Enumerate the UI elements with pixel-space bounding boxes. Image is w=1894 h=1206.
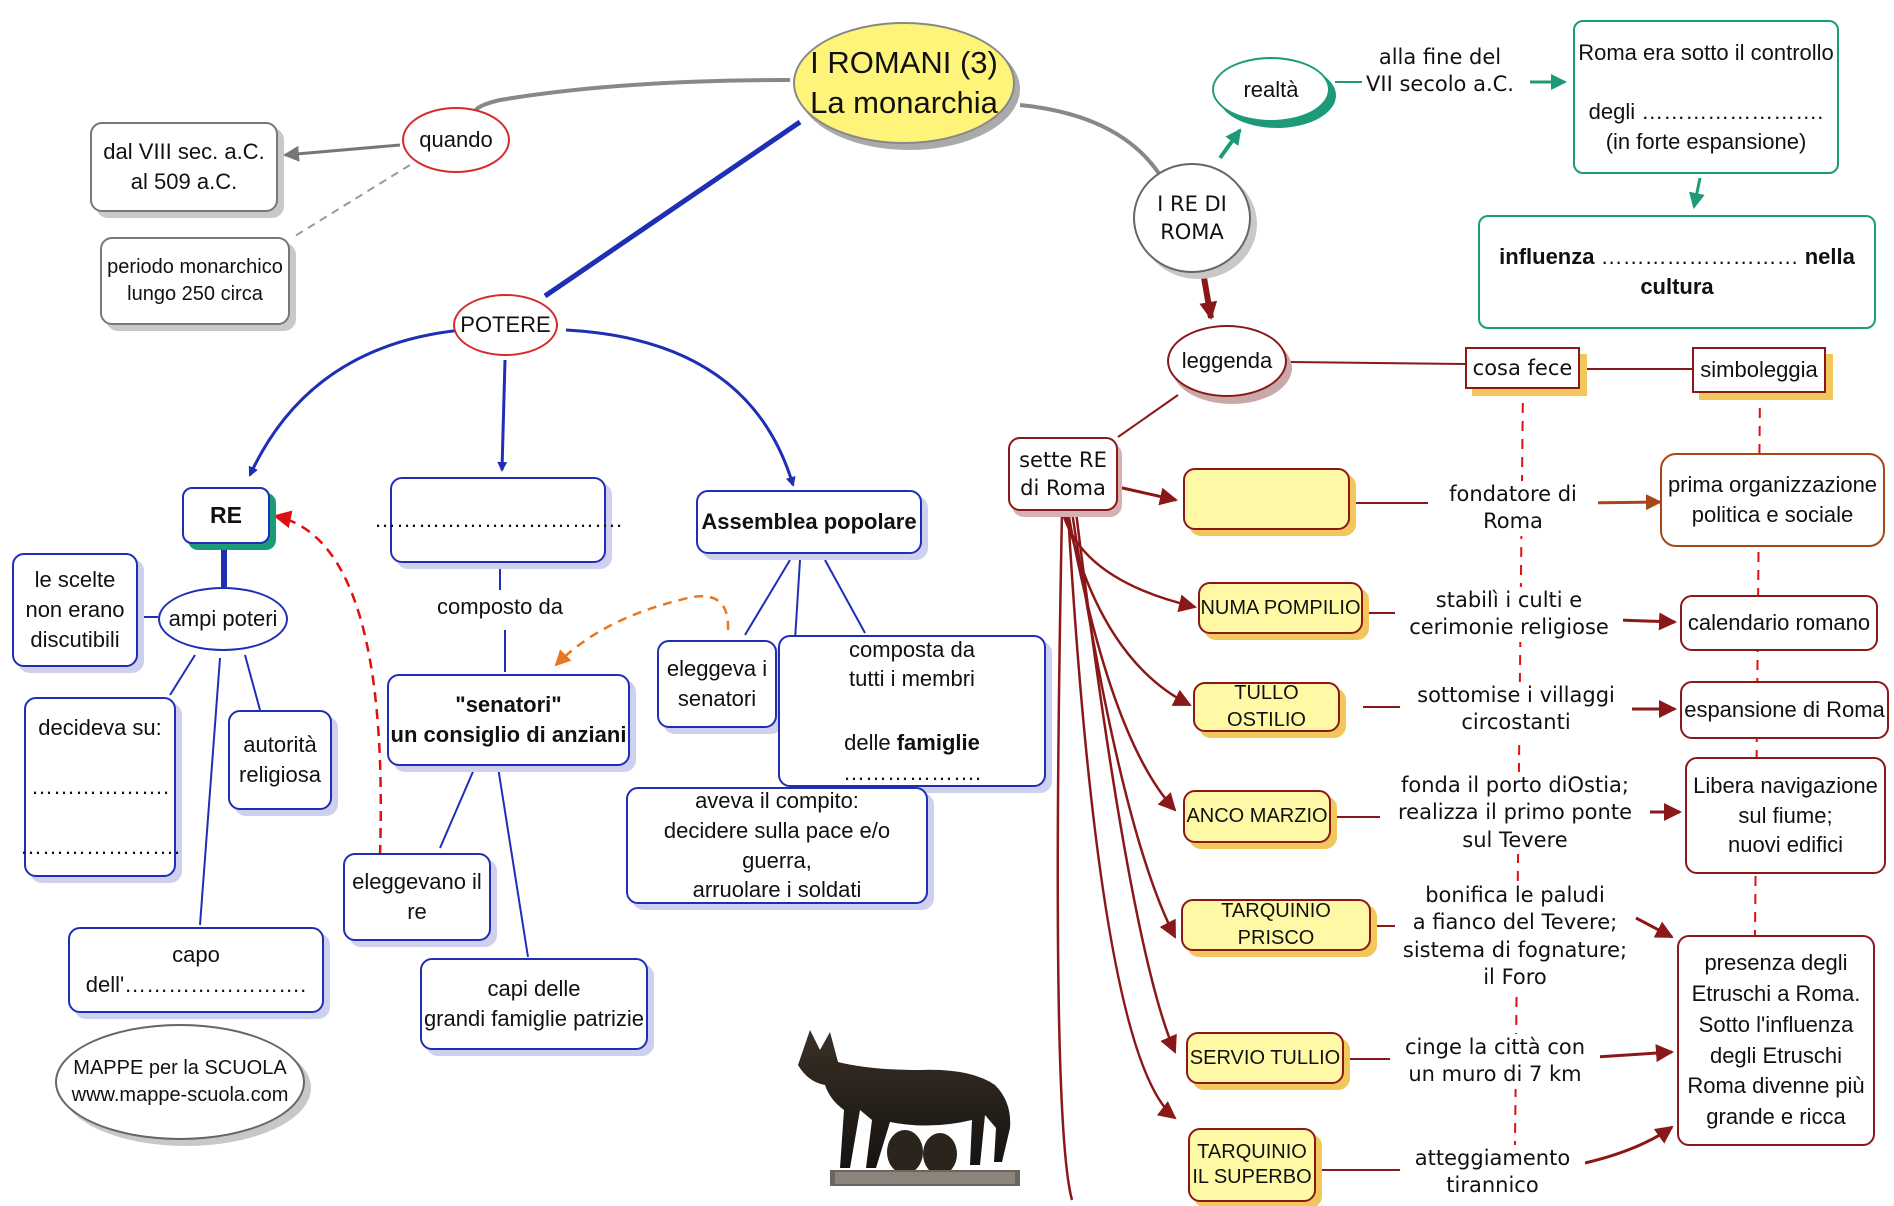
etruschi-text: presenza degli Etruschi a Roma. Sotto l'…: [1687, 950, 1865, 1130]
symbol-1-text: prima organizzazione politica e sociale: [1667, 472, 1878, 527]
king-3-box: TULLO OSTILIO: [1193, 682, 1340, 732]
symbol-3-box: espansione di Roma: [1680, 681, 1889, 739]
king-2-box: NUMA POMPILIO: [1198, 582, 1363, 634]
king-5-name: TARQUINIO PRISCO: [1221, 900, 1331, 949]
king-2-deed: stabilì i culti e cerimonie religiose: [1395, 587, 1623, 642]
influenza-bold-2: nella cultura: [1640, 244, 1855, 299]
king-2-name: NUMA POMPILIO: [1200, 596, 1361, 619]
composta-line-2: tutti i membri: [849, 666, 975, 692]
simboleggia-label: simboleggia: [1700, 357, 1818, 383]
king-6-deed: cinge la città con un muro di 7 km: [1390, 1034, 1600, 1089]
she-wolf-statue-image: [798, 1030, 1020, 1186]
mappe-scuola-logo: MAPPE per la SCUOLA www.mappe-scuola.com: [55, 1024, 305, 1140]
king-5-deed: bonifica le paludi a fianco del Tevere; …: [1395, 882, 1635, 992]
composta-bold: famiglie: [896, 730, 980, 755]
date-text: dal VIII sec. a.C. al 509 a.C.: [103, 139, 265, 194]
scelte-text: le scelte non erano discutibili: [25, 567, 125, 652]
quando-label: quando: [419, 127, 493, 153]
title-line-2: La monarchia: [810, 85, 998, 120]
symbol-2-box: calendario romano: [1680, 595, 1878, 651]
blank-council-box: …………………………….: [374, 477, 622, 563]
composta-box: composta da tutti i membri delle famigli…: [778, 635, 1046, 787]
cosa-fece-label: cosa fece: [1472, 355, 1573, 380]
cosa-fece-header: cosa fece: [1465, 347, 1580, 389]
king-4-deed: fonda il porto diOstia; realizza il prim…: [1380, 772, 1650, 854]
mappe-text: MAPPE per la SCUOLA www.mappe-scuola.com: [71, 1057, 289, 1106]
title-line-1: I ROMANI (3): [810, 44, 998, 80]
compito-box: aveva il compito: decidere sulla pace e/…: [626, 787, 928, 904]
assemblea-box: Assemblea popolare: [696, 490, 922, 554]
capi-famiglie-text: capi delle grandi famiglie patrizie: [423, 976, 645, 1031]
realta-node: realtà: [1212, 57, 1330, 122]
composta-suffix: ……………….: [842, 759, 982, 785]
quando-node: quando: [402, 107, 510, 173]
composta-line-3: delle famiglie ……………….: [780, 728, 1044, 787]
re-box: RE: [182, 487, 270, 544]
decideva-text: decideva su: ………………. ………………….: [19, 715, 181, 859]
realta-label: realtà: [1243, 76, 1299, 102]
period-text: periodo monarchico lungo 250 circa: [107, 256, 283, 305]
king-7-deed: atteggiamento tirannico: [1400, 1145, 1585, 1200]
blank-council-text: …………………………….: [373, 507, 623, 533]
capi-famiglie-box: capi delle grandi famiglie patrizie: [420, 958, 648, 1050]
senatori-line-1: "senatori": [455, 692, 562, 718]
senatori-box: "senatori" un consiglio di anziani: [387, 674, 630, 766]
symbol-1-box: prima organizzazione politica e sociale: [1660, 453, 1885, 547]
controllo-text: Roma era sotto il controllo degli …………………: [1578, 39, 1834, 154]
autorita-box: autorità religiosa: [228, 710, 332, 810]
sette-re-box: sette RE di Roma: [1008, 437, 1118, 511]
sette-re-label: sette RE di Roma: [1019, 447, 1107, 500]
eleggevano-text: eleggevano il re: [352, 869, 482, 924]
potere-node: POTERE: [453, 294, 558, 356]
influenza-bold-1: influenza: [1499, 244, 1595, 270]
influenza-text: influenza ……………………… nella cultura: [1480, 242, 1874, 301]
symbol-4-box: Libera navigazione sul fiume; nuovi edif…: [1685, 757, 1886, 874]
capo-box: capo dell'…………………….: [68, 927, 324, 1013]
autorita-text: autorità religiosa: [239, 732, 321, 787]
symbol-3-text: espansione di Roma: [1684, 697, 1885, 723]
fine-vii-label: alla fine del VII secolo a.C.: [1366, 45, 1514, 97]
king-1-box: [1183, 468, 1350, 530]
compito-text: aveva il compito: decidere sulla pace e/…: [663, 788, 891, 903]
senatori-line-2: un consiglio di anziani: [390, 722, 627, 747]
eleggeva-text: eleggeva i senatori: [666, 656, 768, 711]
king-7-box: TARQUINIO IL SUPERBO: [1188, 1128, 1316, 1202]
capo-text: capo dell'…………………….: [85, 942, 307, 997]
title-node: I ROMANI (3) La monarchia: [793, 22, 1015, 144]
eleggeva-box: eleggeva i senatori: [657, 640, 777, 728]
ampi-poteri-node: ampi poteri: [158, 587, 288, 651]
etruschi-box: presenza degli Etruschi a Roma. Sotto l'…: [1677, 935, 1875, 1146]
period-box: periodo monarchico lungo 250 circa: [100, 237, 290, 325]
leggenda-node: leggenda: [1167, 325, 1287, 397]
assemblea-label: Assemblea popolare: [701, 509, 917, 535]
king-6-box: SERVIO TULLIO: [1186, 1032, 1344, 1084]
simboleggia-header: simboleggia: [1692, 347, 1826, 393]
king-5-box: TARQUINIO PRISCO: [1181, 899, 1371, 951]
composta-line-1: composta da: [849, 636, 975, 662]
king-3-name: TULLO OSTILIO: [1227, 682, 1306, 731]
king-4-box: ANCO MARZIO: [1183, 790, 1331, 843]
king-6-name: SERVIO TULLIO: [1189, 1046, 1341, 1069]
symbol-4-text: Libera navigazione sul fiume; nuovi edif…: [1693, 772, 1878, 858]
re-label: RE: [210, 501, 242, 528]
controllo-box: Roma era sotto il controllo degli …………………: [1573, 20, 1839, 174]
scelte-box: le scelte non erano discutibili: [12, 553, 138, 667]
symbol-2-text: calendario romano: [1687, 610, 1871, 636]
re-di-roma-label: I RE DI ROMA: [1157, 191, 1227, 244]
composta-prefix: delle: [844, 730, 897, 755]
king-1-deed: fondatore di Roma: [1428, 481, 1598, 536]
decideva-box: decideva su: ………………. ………………….: [20, 697, 180, 877]
king-7-name: TARQUINIO IL SUPERBO: [1192, 1141, 1312, 1188]
influenza-mid: ………………………: [1594, 244, 1805, 270]
re-di-roma-node: I RE DI ROMA: [1133, 163, 1251, 273]
leggenda-label: leggenda: [1181, 348, 1273, 374]
influenza-box: influenza ……………………… nella cultura: [1478, 215, 1876, 329]
potere-label: POTERE: [460, 312, 551, 338]
ampi-poteri-label: ampi poteri: [168, 606, 278, 632]
king-3-deed: sottomise i villaggi circostanti: [1400, 682, 1632, 737]
eleggevano-box: eleggevano il re: [343, 853, 491, 941]
date-box: dal VIII sec. a.C. al 509 a.C.: [90, 122, 278, 212]
composto-da-label: composto da: [437, 594, 563, 619]
king-4-name: ANCO MARZIO: [1186, 805, 1328, 827]
